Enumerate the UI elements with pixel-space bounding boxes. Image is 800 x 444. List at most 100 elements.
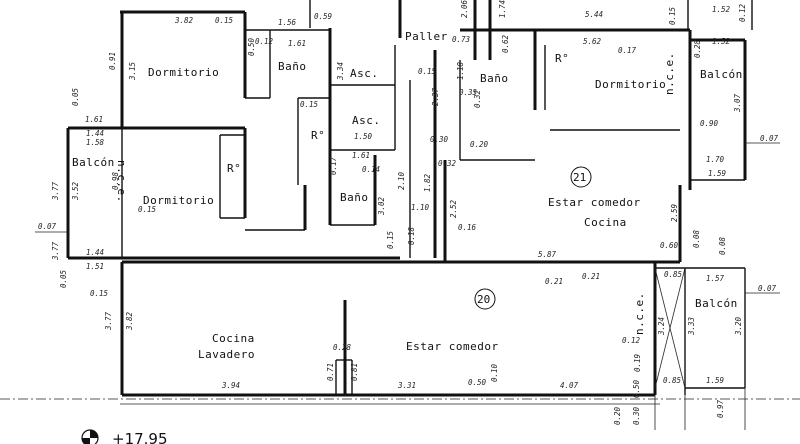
- dimension-label: 0.16: [458, 223, 477, 232]
- dimension-label: 1.59: [706, 376, 725, 385]
- dimension-label: 1.59: [708, 169, 727, 178]
- room-nce-2: n.c.e.: [663, 52, 676, 95]
- dimension-label: 5.87: [538, 250, 557, 259]
- room-nce-1: n.c.e.: [115, 160, 128, 203]
- dimension-label: 0.60: [660, 241, 679, 250]
- dimension-label: 1.52: [712, 37, 731, 46]
- room-cocina-lavadero-2: Lavadero: [198, 348, 255, 361]
- dimension-label: 0.10: [490, 363, 499, 382]
- dimension-label: 0.98: [111, 171, 120, 190]
- dimension-label: 1.74: [498, 0, 507, 18]
- dimension-label: 5.62: [583, 37, 602, 46]
- dimension-label: 0.50: [247, 37, 256, 56]
- dimension-label: 3.02: [377, 196, 386, 216]
- room-nce-3: n.c.e.: [633, 292, 646, 335]
- dimension-label: 0.21: [582, 272, 600, 281]
- dimension-label: 0.08: [692, 229, 701, 248]
- dimension-label: 3.24: [657, 317, 666, 336]
- room-balcon-3: Balcón: [695, 297, 738, 310]
- room-bano-1: Baño: [278, 60, 307, 73]
- dimension-label: 3.15: [128, 61, 137, 81]
- dimension-label: 0.30: [632, 406, 641, 425]
- dimension-label: 1.44: [86, 248, 104, 257]
- dimension-label: 1.56: [278, 18, 297, 27]
- dimension-label: 0.18: [407, 226, 416, 245]
- dimension-label: 0.20: [470, 140, 489, 149]
- room-asc-1: Asc.: [350, 67, 379, 80]
- level-marker: +17.95: [81, 429, 168, 444]
- dimension-label: 0.62: [501, 34, 510, 53]
- dimension-label: 0.07: [38, 222, 57, 231]
- dimension-label: 0.71: [326, 363, 335, 381]
- dimension-label: 2.52: [449, 199, 458, 218]
- dimension-label: 3.20: [734, 316, 743, 336]
- dimension-label: 0.15: [418, 67, 437, 76]
- dimension-label: 0.28: [693, 39, 702, 58]
- room-bano-3: Baño: [340, 191, 369, 204]
- dimension-label: 1.18: [456, 61, 465, 80]
- dimension-label: 0.50: [632, 379, 641, 398]
- dimension-label: 0.81: [350, 363, 359, 381]
- dimension-label: 3.82: [125, 311, 134, 331]
- unit-number-20: 20: [477, 293, 490, 306]
- dimension-label: 3.82: [174, 16, 194, 25]
- dimension-label: 0.14: [362, 165, 380, 174]
- dimension-label: 0.12: [622, 336, 641, 345]
- dimension-label: 1.61: [288, 39, 306, 48]
- unit-number-21: 21: [573, 171, 586, 184]
- dimension-label: 3.77: [51, 241, 60, 261]
- room-paller: Paller: [405, 30, 448, 43]
- dimension-label: 0.19: [633, 353, 642, 372]
- room-balcon-2: Balcón: [72, 156, 115, 169]
- dimension-label: 1.61: [85, 115, 103, 124]
- dimension-label: 3.94: [221, 381, 240, 390]
- room-r-1: R°: [555, 52, 569, 65]
- dimension-label: 1.57: [706, 274, 725, 283]
- room-dormitorio-3: Dormitorio: [143, 194, 214, 207]
- room-estar-comedor-2: Estar comedor: [406, 340, 499, 353]
- dimension-label: 0.15: [386, 230, 395, 249]
- dimension-label: 0.17: [329, 156, 338, 175]
- dimension-label: 0.28: [333, 343, 352, 352]
- dimension-label: 0.97: [716, 399, 725, 418]
- dimension-label: 4.07: [560, 381, 579, 390]
- room-estar-comedor-1: Estar comedor: [548, 196, 641, 209]
- dimension-label: 3.31: [397, 381, 416, 390]
- dimension-label: 0.90: [700, 119, 719, 128]
- dimension-labels: 3.82 0.15 1.56 0.59 2.06 1.74 5.44 0.15 …: [38, 0, 779, 425]
- dimension-label: 2.37: [431, 87, 440, 106]
- dimension-label: 2.59: [670, 203, 679, 222]
- dimension-label: 0.20: [613, 406, 622, 425]
- room-cocina-lavadero-1: Cocina: [212, 332, 255, 345]
- room-cocina-1: Cocina: [584, 216, 627, 229]
- dimension-label: 2.10: [397, 171, 406, 190]
- room-dormitorio-1: Dormitorio: [148, 66, 219, 79]
- dimension-label: 5.44: [585, 10, 603, 19]
- dimension-label: 0.05: [71, 87, 80, 106]
- dimension-label: 1.52: [712, 5, 731, 14]
- room-r-2: R°: [311, 129, 325, 142]
- dimension-label: 1.51: [86, 262, 104, 271]
- dimension-label: 0.12: [738, 3, 747, 22]
- dimension-label: 0.85: [663, 376, 682, 385]
- dimension-label: 0.32: [438, 159, 457, 168]
- dimension-label: 3.34: [336, 62, 345, 81]
- dimension-label: 3.52: [71, 181, 80, 201]
- dimension-label: 1.44: [86, 129, 104, 138]
- dimension-label: 0.59: [314, 12, 333, 21]
- dimension-label: 0.12: [255, 37, 274, 46]
- dimension-label: 0.15: [300, 100, 319, 109]
- dimension-label: 0.17: [618, 46, 637, 55]
- dimension-label: 0.30: [430, 135, 449, 144]
- room-dormitorio-2: Dormitorio: [595, 78, 666, 91]
- room-balcon-1: Balcón: [700, 68, 743, 81]
- walls: [0, 0, 800, 430]
- dimension-label: 3.07: [733, 93, 742, 113]
- dimension-label: 1.82: [423, 173, 432, 192]
- room-r-3: R°: [227, 162, 241, 175]
- room-labels: Dormitorio Baño Asc. Asc. Paller Baño Do…: [72, 30, 743, 361]
- dimension-label: 0.85: [664, 270, 683, 279]
- dimension-label: 1.61: [352, 151, 370, 160]
- dimension-label: 1.50: [354, 132, 373, 141]
